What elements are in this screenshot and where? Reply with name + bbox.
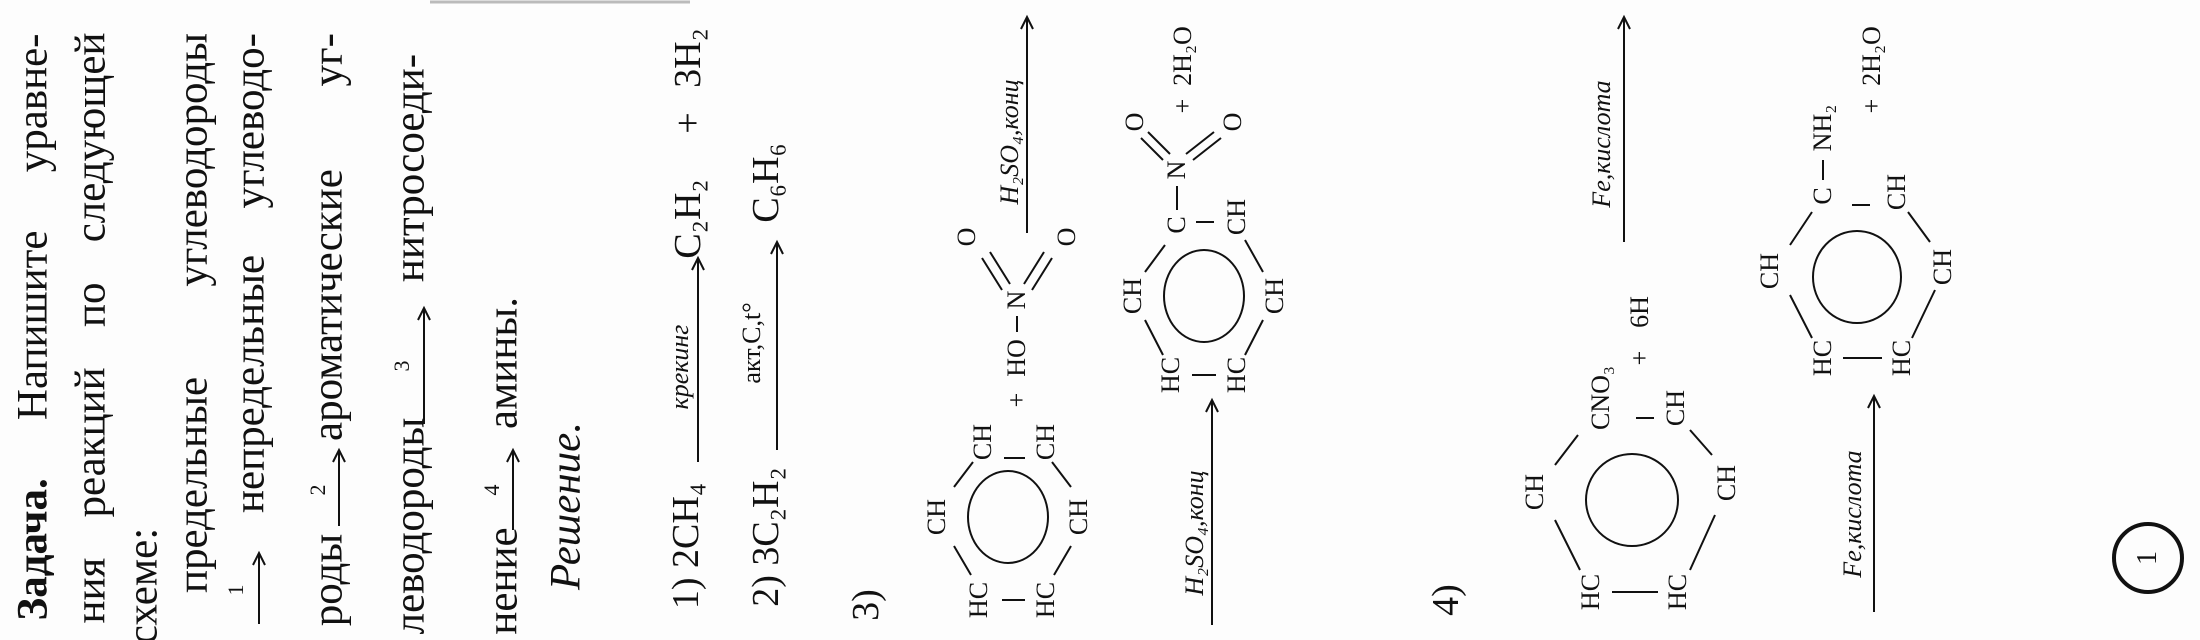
scheme-arrow-1	[252, 550, 266, 624]
benzene-label-ch: CH	[1064, 498, 1093, 536]
task-line-8b: амины.	[479, 297, 527, 429]
scheme-arrow-2-label: 2	[305, 484, 330, 496]
benzene-label-hc: HC	[964, 581, 993, 619]
aniline-label-ch: CH	[1928, 248, 1957, 286]
reaction-2-condition: акт,C,t°	[737, 302, 766, 384]
reaction-4-arrow-bottom	[1867, 393, 1881, 612]
reaction-4-plus: +	[1625, 350, 1654, 366]
reaction-1-product-2: 3H₂	[667, 28, 709, 88]
benzene-label-ch: CH	[922, 498, 951, 536]
nitro-reactant-label-hc: HC	[1663, 573, 1692, 611]
task-line-7a: леводороды	[386, 417, 434, 635]
aniline-label-ch: CH	[1882, 173, 1911, 211]
aniline-ring-bonds	[1789, 160, 1936, 359]
task-heading: Задача.	[9, 478, 57, 621]
reaction-1-reactant: 1) 2CH₄	[665, 482, 707, 610]
scheme-arrow-4-label: 4	[479, 484, 504, 496]
benzene-ring-bonds	[953, 251, 1072, 601]
scheme-arrow-3	[417, 305, 431, 424]
nitro-reactant-label-hc: HC	[1576, 573, 1605, 611]
nitrobenzene-n: N	[1162, 160, 1191, 180]
benzene-label-ch: CH	[968, 423, 997, 461]
reaction-2-reactant: 2) 3C₂H₂	[745, 467, 787, 607]
nitro-reactant-label-ch: CH	[1520, 473, 1549, 511]
benzene-label-ch: CH	[1031, 423, 1060, 461]
task-line-4: предельные углеводороды	[169, 33, 217, 593]
nitro-reactant-label-ch: CH	[1712, 464, 1741, 502]
reaction-4-arrow-top	[1617, 14, 1631, 242]
task-line-3: схеме:	[119, 527, 167, 640]
aniline-label-hc: HC	[1887, 339, 1916, 377]
nitrobenzene-label-ch: CH	[1222, 198, 1251, 236]
scheme-arrow-4	[506, 447, 520, 530]
nitric-acid-o: O	[952, 227, 981, 247]
reaction-1-condition: крекинг	[665, 324, 694, 410]
reaction-3-plus: +	[1002, 392, 1031, 408]
scheme-arrow-2	[332, 447, 346, 526]
page-number-circle	[2112, 522, 2184, 594]
nitrobenzene-o: O	[1218, 112, 1247, 132]
nitric-acid-ho: HO	[1002, 339, 1031, 377]
reaction-3-number: 3)	[845, 589, 887, 621]
scheme-arrow-1-label: 1	[223, 584, 248, 596]
benzene-label-hc: HC	[1031, 581, 1060, 619]
reaction-4-hydrogen: 6H	[1625, 296, 1654, 328]
task-line-7b: нитросоеди-	[386, 53, 434, 283]
task-line-6b: ароматические уг-	[304, 33, 352, 441]
task-line-5: непредельные углеводо-	[226, 33, 274, 513]
reaction-4-water: 2H₂O	[1857, 26, 1886, 86]
aniline-label-c: C	[1808, 187, 1837, 205]
task-line-1: Задача. Напишите уравне-	[9, 33, 57, 621]
reaction-4-plus-2: +	[1857, 98, 1886, 114]
reaction-4-condition-top: Fe,кислота	[1587, 80, 1616, 208]
reaction-2-product: C₆H₆	[745, 143, 787, 223]
nitro-reactant-ring-bonds	[1554, 417, 1716, 593]
reaction-3-arrow-bottom	[1205, 397, 1219, 625]
reaction-3-condition-bottom: H₂SO₄,конц	[1180, 470, 1209, 596]
reaction-3-condition-top: H₂SO₄,конц	[995, 79, 1024, 205]
nitrobenzene-ring-bonds	[1140, 131, 1264, 376]
nitrobenzene-label-ch: CH	[1118, 277, 1147, 315]
nitrobenzene-label-ch: CH	[1260, 277, 1289, 315]
nitric-acid-o: O	[1052, 227, 1081, 247]
reaction-3-arrow-top	[1020, 14, 1034, 233]
reaction-1-arrow	[691, 255, 705, 462]
page-number: 1	[2132, 551, 2163, 565]
reaction-1-product: C₂H₂	[667, 179, 709, 259]
task-line-1-text: Напишите уравне-	[9, 33, 57, 421]
aniline-nh2: NH₂	[1808, 104, 1837, 152]
nitro-reactant-label-ch: CH	[1661, 389, 1690, 427]
nitrobenzene-o: O	[1120, 112, 1149, 132]
task-line-2: ния реакций по следующей	[67, 32, 115, 624]
reaction-3-water: 2H₂O	[1168, 26, 1197, 86]
nitric-acid-n: N	[1002, 290, 1031, 310]
reaction-4-condition-bottom: Fe,кислота	[1838, 450, 1867, 578]
task-line-6a: роды	[304, 533, 352, 627]
reaction-1-plus: +	[667, 112, 709, 134]
aniline-label-ch: CH	[1755, 252, 1784, 290]
reaction-2-arrow	[770, 239, 784, 450]
task-line-8a: нение	[479, 527, 527, 635]
aniline-label-hc: HC	[1808, 339, 1837, 377]
reaction-4-number: 4)	[1425, 584, 1467, 616]
reaction-3-plus-2: +	[1168, 98, 1197, 114]
nitrobenzene-label-hc: HC	[1222, 356, 1251, 394]
scheme-arrow-3-label: 3	[389, 360, 414, 372]
nitro-reactant-label-cno3: CNO₃	[1586, 366, 1615, 430]
nitrobenzene-label-hc: HC	[1156, 356, 1185, 394]
nitrobenzene-label-c: C	[1162, 216, 1191, 234]
solution-heading: Решение.	[542, 421, 590, 591]
